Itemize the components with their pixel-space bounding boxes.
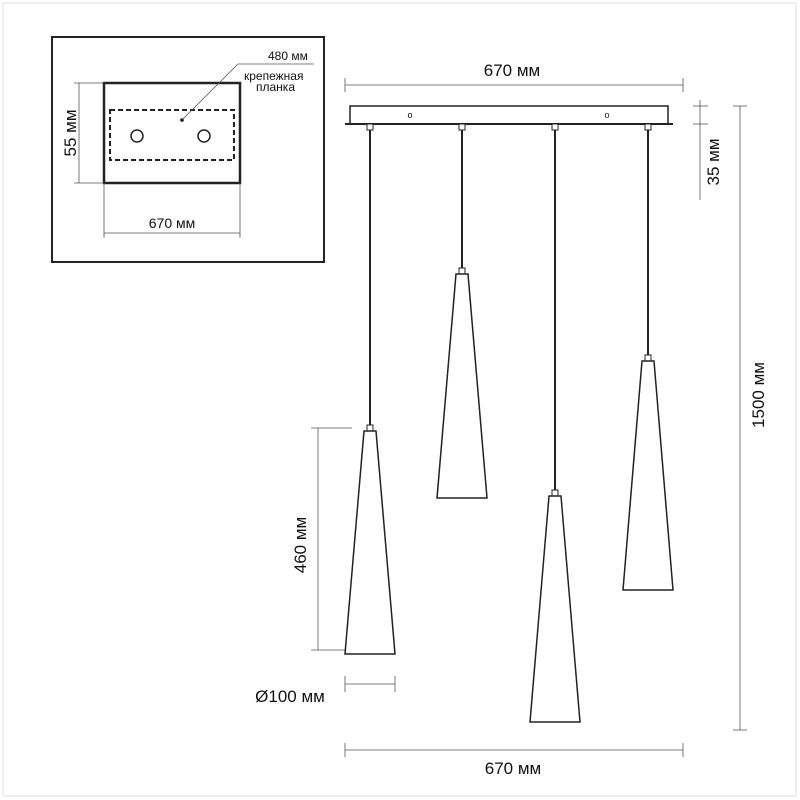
shade-height-label: 460 мм: [291, 517, 310, 573]
mount-length-label: 480 мм: [268, 49, 308, 63]
socket-cap: [366, 424, 374, 432]
mounting-plate-outline: [109, 109, 235, 161]
bottom-width-label: 670 мм: [485, 759, 541, 778]
canopy-top-view: [102, 81, 242, 185]
cable-holder: [644, 123, 652, 131]
cone-shade: [529, 495, 581, 723]
pendant-lamp: [436, 123, 488, 499]
canopy: [349, 105, 669, 125]
mount-hole: [197, 129, 211, 143]
socket-cap: [644, 354, 652, 362]
cone-shade: [622, 360, 674, 591]
inset-height-label: 55 мм: [61, 109, 80, 156]
leader-line: [181, 63, 314, 121]
pendant-lamp: [622, 123, 674, 591]
pendant-lamp: [344, 123, 396, 655]
mount-label-line2: планка: [256, 80, 295, 94]
total-height-label: 1500 мм: [749, 362, 768, 428]
socket-cap: [551, 489, 559, 497]
main-drawing: 670 мм o o 35 мм 1500 мм 460 мм Ø100 мм …: [255, 61, 768, 778]
cone-shade: [344, 430, 396, 655]
cable-holder: [366, 123, 374, 131]
inset-width-label: 670 мм: [149, 215, 196, 231]
cable-holder: [458, 123, 466, 131]
canopy-height-label: 35 мм: [704, 138, 723, 185]
cable-holder: [551, 123, 559, 131]
socket-cap: [458, 267, 466, 275]
cone-shade: [436, 273, 488, 499]
screw-mark: o: [407, 110, 412, 120]
mounting-inset: 480 мм крепежная планка 55 мм 670 мм: [51, 36, 325, 263]
mount-label-line1: крепежная: [244, 69, 303, 83]
screw-mark: o: [604, 110, 609, 120]
top-width-label: 670 мм: [484, 61, 540, 80]
inset-frame: [51, 36, 325, 263]
pendant-lamp: [529, 123, 581, 723]
mount-hole: [130, 129, 144, 143]
diameter-label: Ø100 мм: [255, 687, 325, 706]
